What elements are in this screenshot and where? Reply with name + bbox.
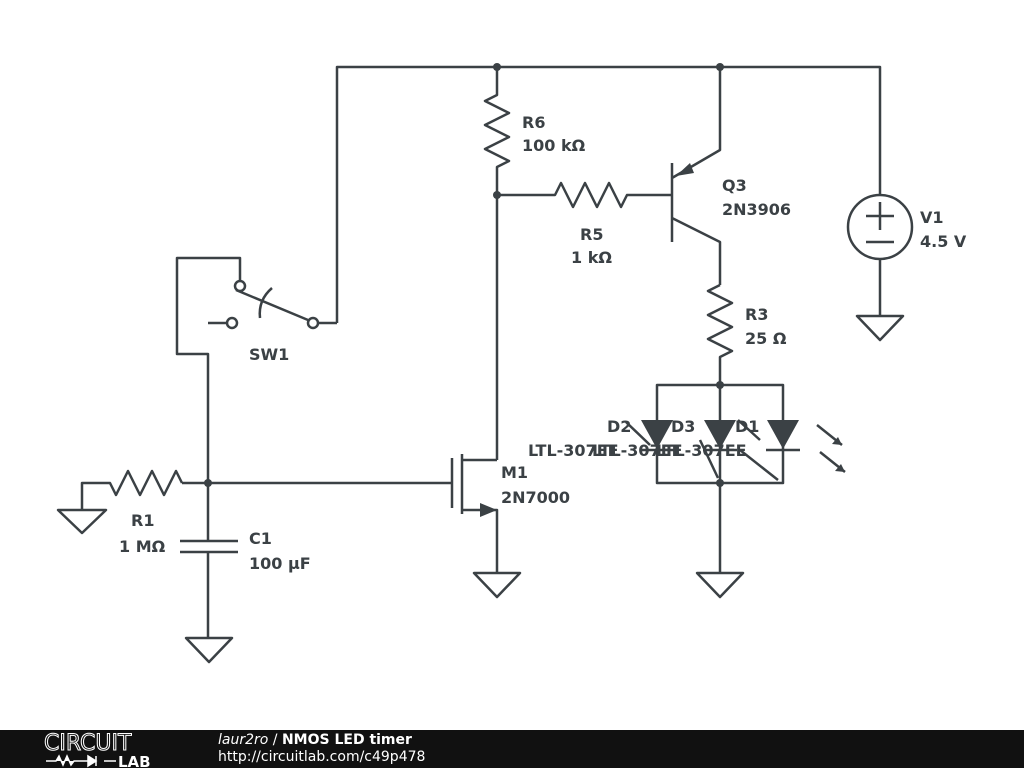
label-m1-name: M1 [501,463,528,482]
resistor-r6[interactable] [483,67,511,195]
label-r6-name: R6 [522,113,545,132]
label-r6-value: 100 kΩ [522,136,586,155]
author-link[interactable]: laur2ro [218,732,269,748]
label-d2-name: D2 [607,417,631,436]
label-c1-value: 100 µF [249,554,311,573]
wire-top-rail [335,65,882,323]
svg-text:CIRCUIT: CIRCUIT [44,731,132,756]
label-r3-value: 25 Ω [745,329,787,348]
label-q3-value: 2N3906 [722,200,791,219]
mosfet-m1[interactable] [450,195,499,573]
led-d2[interactable] [641,420,673,449]
resistor-r1[interactable] [80,469,184,510]
circuit-title: NMOS LED timer [281,732,412,748]
circuit-schematic: R6 100 kΩ R5 1 kΩ Q3 2N3906 R3 25 Ω V1 4… [56,63,967,664]
label-d1-value: LTL-307EE [656,441,747,460]
label-r5-value: 1 kΩ [571,248,612,267]
label-r1-value: 1 MΩ [119,537,166,556]
label-q3-name: Q3 [722,176,747,195]
footer-info: laur2ro / NMOS LED timer http://circuitl… [218,732,425,766]
circuit-url[interactable]: http://circuitlab.com/c49p478 [218,749,426,765]
ground-leds [695,571,745,599]
led-d3[interactable] [704,420,736,449]
label-r3-name: R3 [745,305,768,324]
resistor-r5[interactable] [497,181,672,209]
switch-sw1[interactable] [208,279,320,330]
label-v1-name: V1 [920,208,944,227]
label-d3-name: D3 [671,417,695,436]
wire-switch [175,256,337,541]
capacitor-c1[interactable] [180,539,238,638]
label-r1-name: R1 [131,511,154,530]
label-d3-value: LTL-307EE [592,441,683,460]
label-c1-name: C1 [249,529,272,548]
label-r5-name: R5 [580,225,603,244]
resistor-r3[interactable] [706,283,734,385]
label-sw1: SW1 [249,345,289,364]
separator: / [268,732,282,748]
label-v1-value: 4.5 V [920,232,967,251]
label-m1-value: 2N7000 [501,488,570,507]
label-d2-value: LTL-307EE [528,441,619,460]
footer-bar: CIRCUIT LAB laur2ro / NMOS LED timer htt… [0,730,1024,768]
ground-v1 [855,314,905,342]
ground-r1 [56,508,108,535]
ground-m1 [472,571,522,599]
label-d1-name: D1 [735,417,759,436]
mosfet-arrow-icon [480,503,497,517]
led-d1[interactable] [767,420,799,449]
transistor-q3[interactable] [670,67,722,285]
ground-c1 [184,636,234,664]
pnp-arrow-icon [676,163,694,176]
svg-text:LAB: LAB [118,753,151,768]
circuitlab-logo: CIRCUIT LAB [44,731,151,768]
